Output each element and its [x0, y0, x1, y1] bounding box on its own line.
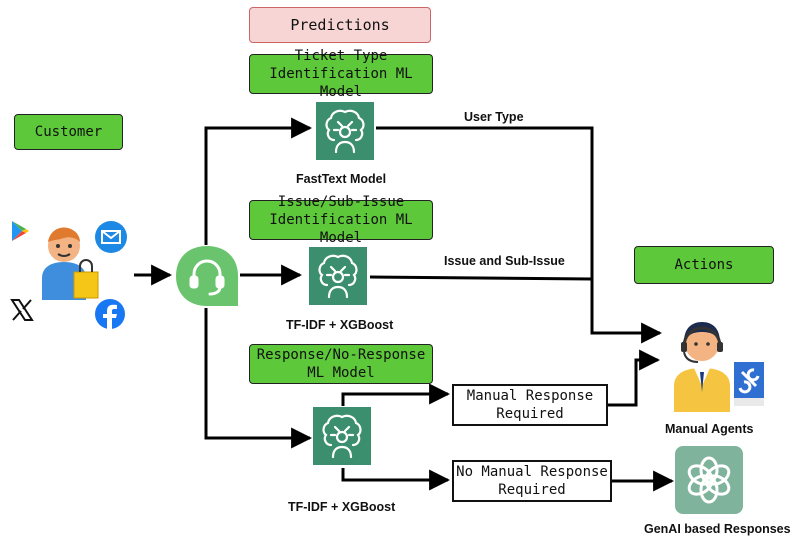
fasttext-caption: FastText Model [296, 172, 387, 186]
arrow-to-no-manual-required [341, 468, 451, 491]
customer-text: Customer [34, 124, 103, 140]
response-line2: ML Model [307, 365, 375, 381]
actions-text: Actions [674, 257, 734, 273]
support-agent-icon [674, 322, 764, 412]
manual-required-line2: Required [496, 406, 564, 422]
arrow-issue-sub-issue [369, 275, 593, 281]
tfidf-caption-2: TF-IDF + XGBoost [288, 500, 396, 514]
predictions-label: Predictions [249, 7, 431, 43]
x-twitter-icon [10, 299, 34, 321]
manual-response-required-box: Manual Response Required [452, 384, 608, 426]
issue-model-label: Issue/Sub-Issue Identification ML Model [249, 194, 433, 246]
no-manual-required-line1: No Manual Response [456, 464, 608, 480]
issue-line2: Identification ML Model [269, 212, 413, 246]
ticket-type-line1: Ticket Type [294, 48, 388, 64]
arrow-user-type [376, 126, 663, 344]
tfidf-caption-1: TF-IDF + XGBoost [286, 318, 394, 332]
email-icon [95, 221, 127, 253]
manual-required-line1: Manual Response [466, 388, 594, 404]
arrow-to-ticket-model [204, 117, 313, 245]
ticket-type-line2: Identification ML Model [269, 66, 413, 100]
facebook-icon [95, 299, 125, 329]
ticket-type-model-label: Ticket Type Identification ML Model [249, 48, 433, 100]
no-manual-response-required-box: No Manual Response Required [452, 460, 612, 502]
issue-line1: Issue/Sub-Issue [277, 194, 405, 210]
edge-label-issue-sub-issue: Issue and Sub-Issue [444, 254, 565, 268]
customer-label: Customer [14, 114, 123, 150]
arrow-to-response-model [204, 308, 313, 449]
google-play-icon [12, 221, 29, 241]
customer-shopping-icon [42, 227, 99, 300]
predictions-text: Predictions [290, 16, 390, 34]
ml-model-brain-icon [316, 102, 374, 160]
no-manual-required-line2: Required [498, 482, 566, 498]
actions-label: Actions [634, 246, 774, 284]
response-line1: Response/No-Response [256, 347, 426, 363]
arrow-to-agents [608, 349, 661, 407]
openai-logo-icon [675, 446, 743, 514]
response-model-label: Response/No-Response ML Model [249, 344, 433, 384]
manual-agents-caption: Manual Agents [665, 422, 754, 436]
helpdesk-headset-icon [176, 246, 238, 306]
edge-label-user-type: User Type [464, 110, 524, 124]
ml-model-brain-icon [309, 247, 367, 305]
genai-caption: GenAI based Responses [644, 522, 791, 536]
arrow-to-manual-required [341, 383, 451, 406]
ml-model-brain-icon [313, 407, 371, 465]
